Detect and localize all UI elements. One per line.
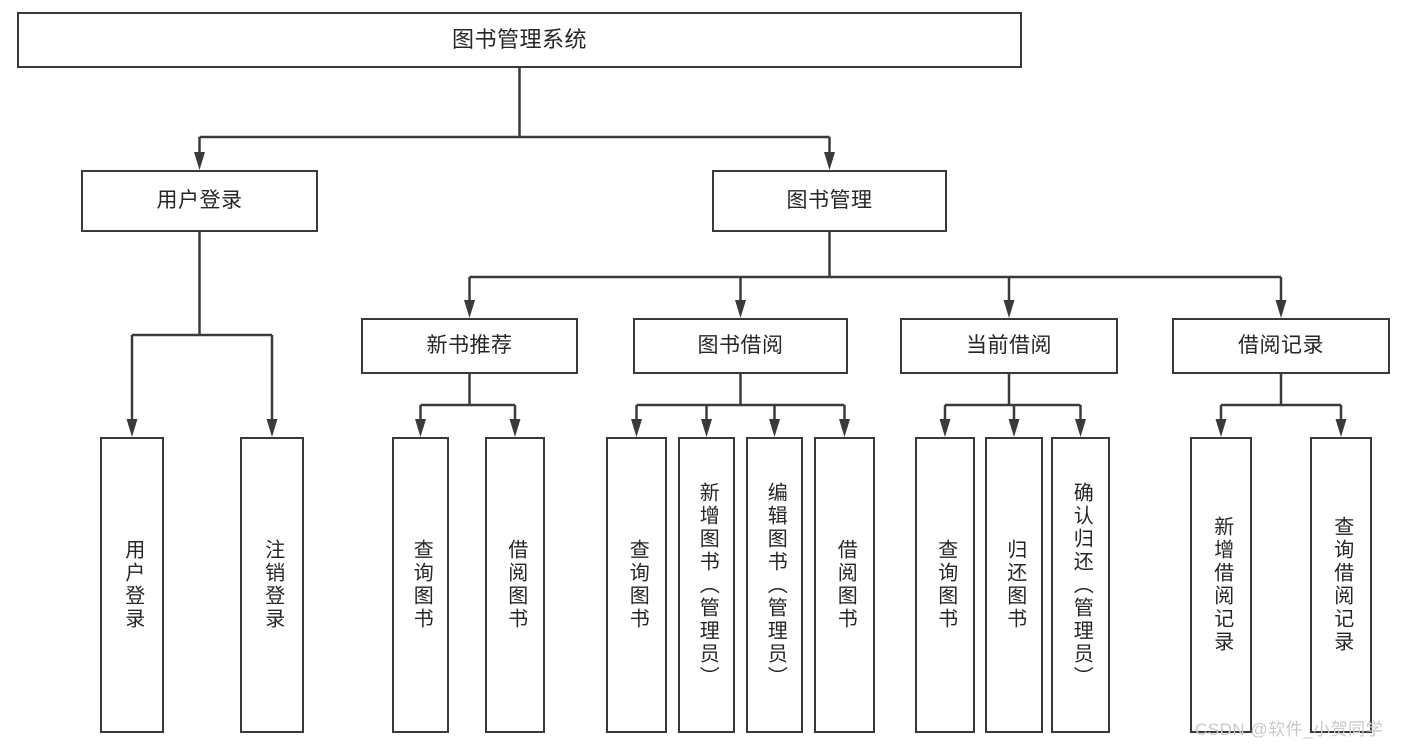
- node-label: 图书借阅: [697, 333, 784, 357]
- arrowhead-leaf-cu-confirm: [1075, 419, 1086, 437]
- node-label: 借阅记录: [1238, 333, 1324, 357]
- arrowhead-newbooks: [464, 300, 475, 318]
- node-label: 图书管理: [786, 188, 873, 212]
- arrowhead-records: [1275, 300, 1287, 318]
- node-label: 查询图书: [626, 539, 649, 631]
- node-records[interactable]: 借阅记录: [1172, 318, 1390, 374]
- arrowhead-leaf-bo-query: [631, 419, 642, 437]
- node-leaf-re-add[interactable]: 新增借阅记录: [1190, 437, 1252, 733]
- arrowhead-leaf-cu-return: [1008, 419, 1020, 437]
- node-leaf-bo-add[interactable]: 新增图书（管理员）: [678, 437, 735, 733]
- node-label: 借阅图书: [504, 539, 527, 631]
- node-label: 当前借阅: [966, 333, 1052, 357]
- node-leaf-nb-query[interactable]: 查询图书: [392, 437, 449, 733]
- node-leaf-bo-query[interactable]: 查询图书: [606, 437, 667, 733]
- arrowhead-leaf-bo-edit: [769, 419, 780, 437]
- arrowhead-leaf-nb-query: [415, 419, 426, 437]
- node-label: 确认归还（管理员）: [1070, 481, 1093, 689]
- node-leaf-cu-query[interactable]: 查询图书: [915, 437, 975, 733]
- arrowhead-leaf-user-logout: [266, 419, 278, 437]
- arrowhead-bookmgmt: [824, 152, 835, 170]
- node-label: 新增借阅记录: [1210, 516, 1233, 654]
- node-label: 查询借阅记录: [1330, 516, 1353, 654]
- csdn-watermark: CSDN @软件_小贺同学: [1195, 720, 1384, 739]
- node-current[interactable]: 当前借阅: [900, 318, 1118, 374]
- arrowhead-leaf-re-add: [1215, 419, 1227, 437]
- node-newbooks[interactable]: 新书推荐: [361, 318, 578, 374]
- arrowhead-leaf-bo-add: [701, 419, 712, 437]
- arrowhead-borrow: [735, 300, 746, 318]
- node-label: 新书推荐: [426, 333, 513, 357]
- arrowhead-leaf-nb-borrow: [509, 419, 521, 437]
- node-login[interactable]: 用户登录: [81, 170, 318, 232]
- node-root[interactable]: 图书管理系统: [17, 12, 1022, 68]
- node-label: 归还图书: [1003, 539, 1026, 631]
- node-leaf-cu-return[interactable]: 归还图书: [985, 437, 1043, 733]
- node-label: 编辑图书（管理员）: [764, 481, 787, 689]
- node-label: 查询图书: [934, 539, 957, 631]
- node-leaf-re-query[interactable]: 查询借阅记录: [1310, 437, 1372, 733]
- arrowhead-leaf-bo-borrow: [839, 419, 850, 437]
- node-label: 注销登录: [261, 539, 284, 631]
- node-label: 用户登录: [156, 188, 243, 212]
- node-bookmgmt[interactable]: 图书管理: [712, 170, 947, 232]
- arrowhead-leaf-cu-query: [939, 419, 951, 437]
- node-label: 图书管理系统: [451, 27, 587, 53]
- arrowhead-login: [194, 152, 205, 170]
- node-leaf-bo-borrow[interactable]: 借阅图书: [814, 437, 875, 733]
- node-leaf-cu-confirm[interactable]: 确认归还（管理员）: [1051, 437, 1110, 733]
- arrowhead-leaf-user-login: [126, 419, 138, 437]
- arrowhead-current: [1003, 300, 1015, 318]
- node-leaf-user-login[interactable]: 用户登录: [100, 437, 164, 733]
- arrowhead-leaf-re-query: [1335, 419, 1347, 437]
- node-label: 新增图书（管理员）: [696, 481, 719, 689]
- node-leaf-bo-edit[interactable]: 编辑图书（管理员）: [746, 437, 803, 733]
- node-leaf-nb-borrow[interactable]: 借阅图书: [485, 437, 545, 733]
- node-label: 借阅图书: [834, 539, 857, 631]
- node-leaf-user-logout[interactable]: 注销登录: [240, 437, 304, 733]
- node-borrow[interactable]: 图书借阅: [633, 318, 848, 374]
- node-label: 用户登录: [121, 539, 144, 631]
- node-label: 查询图书: [410, 539, 433, 631]
